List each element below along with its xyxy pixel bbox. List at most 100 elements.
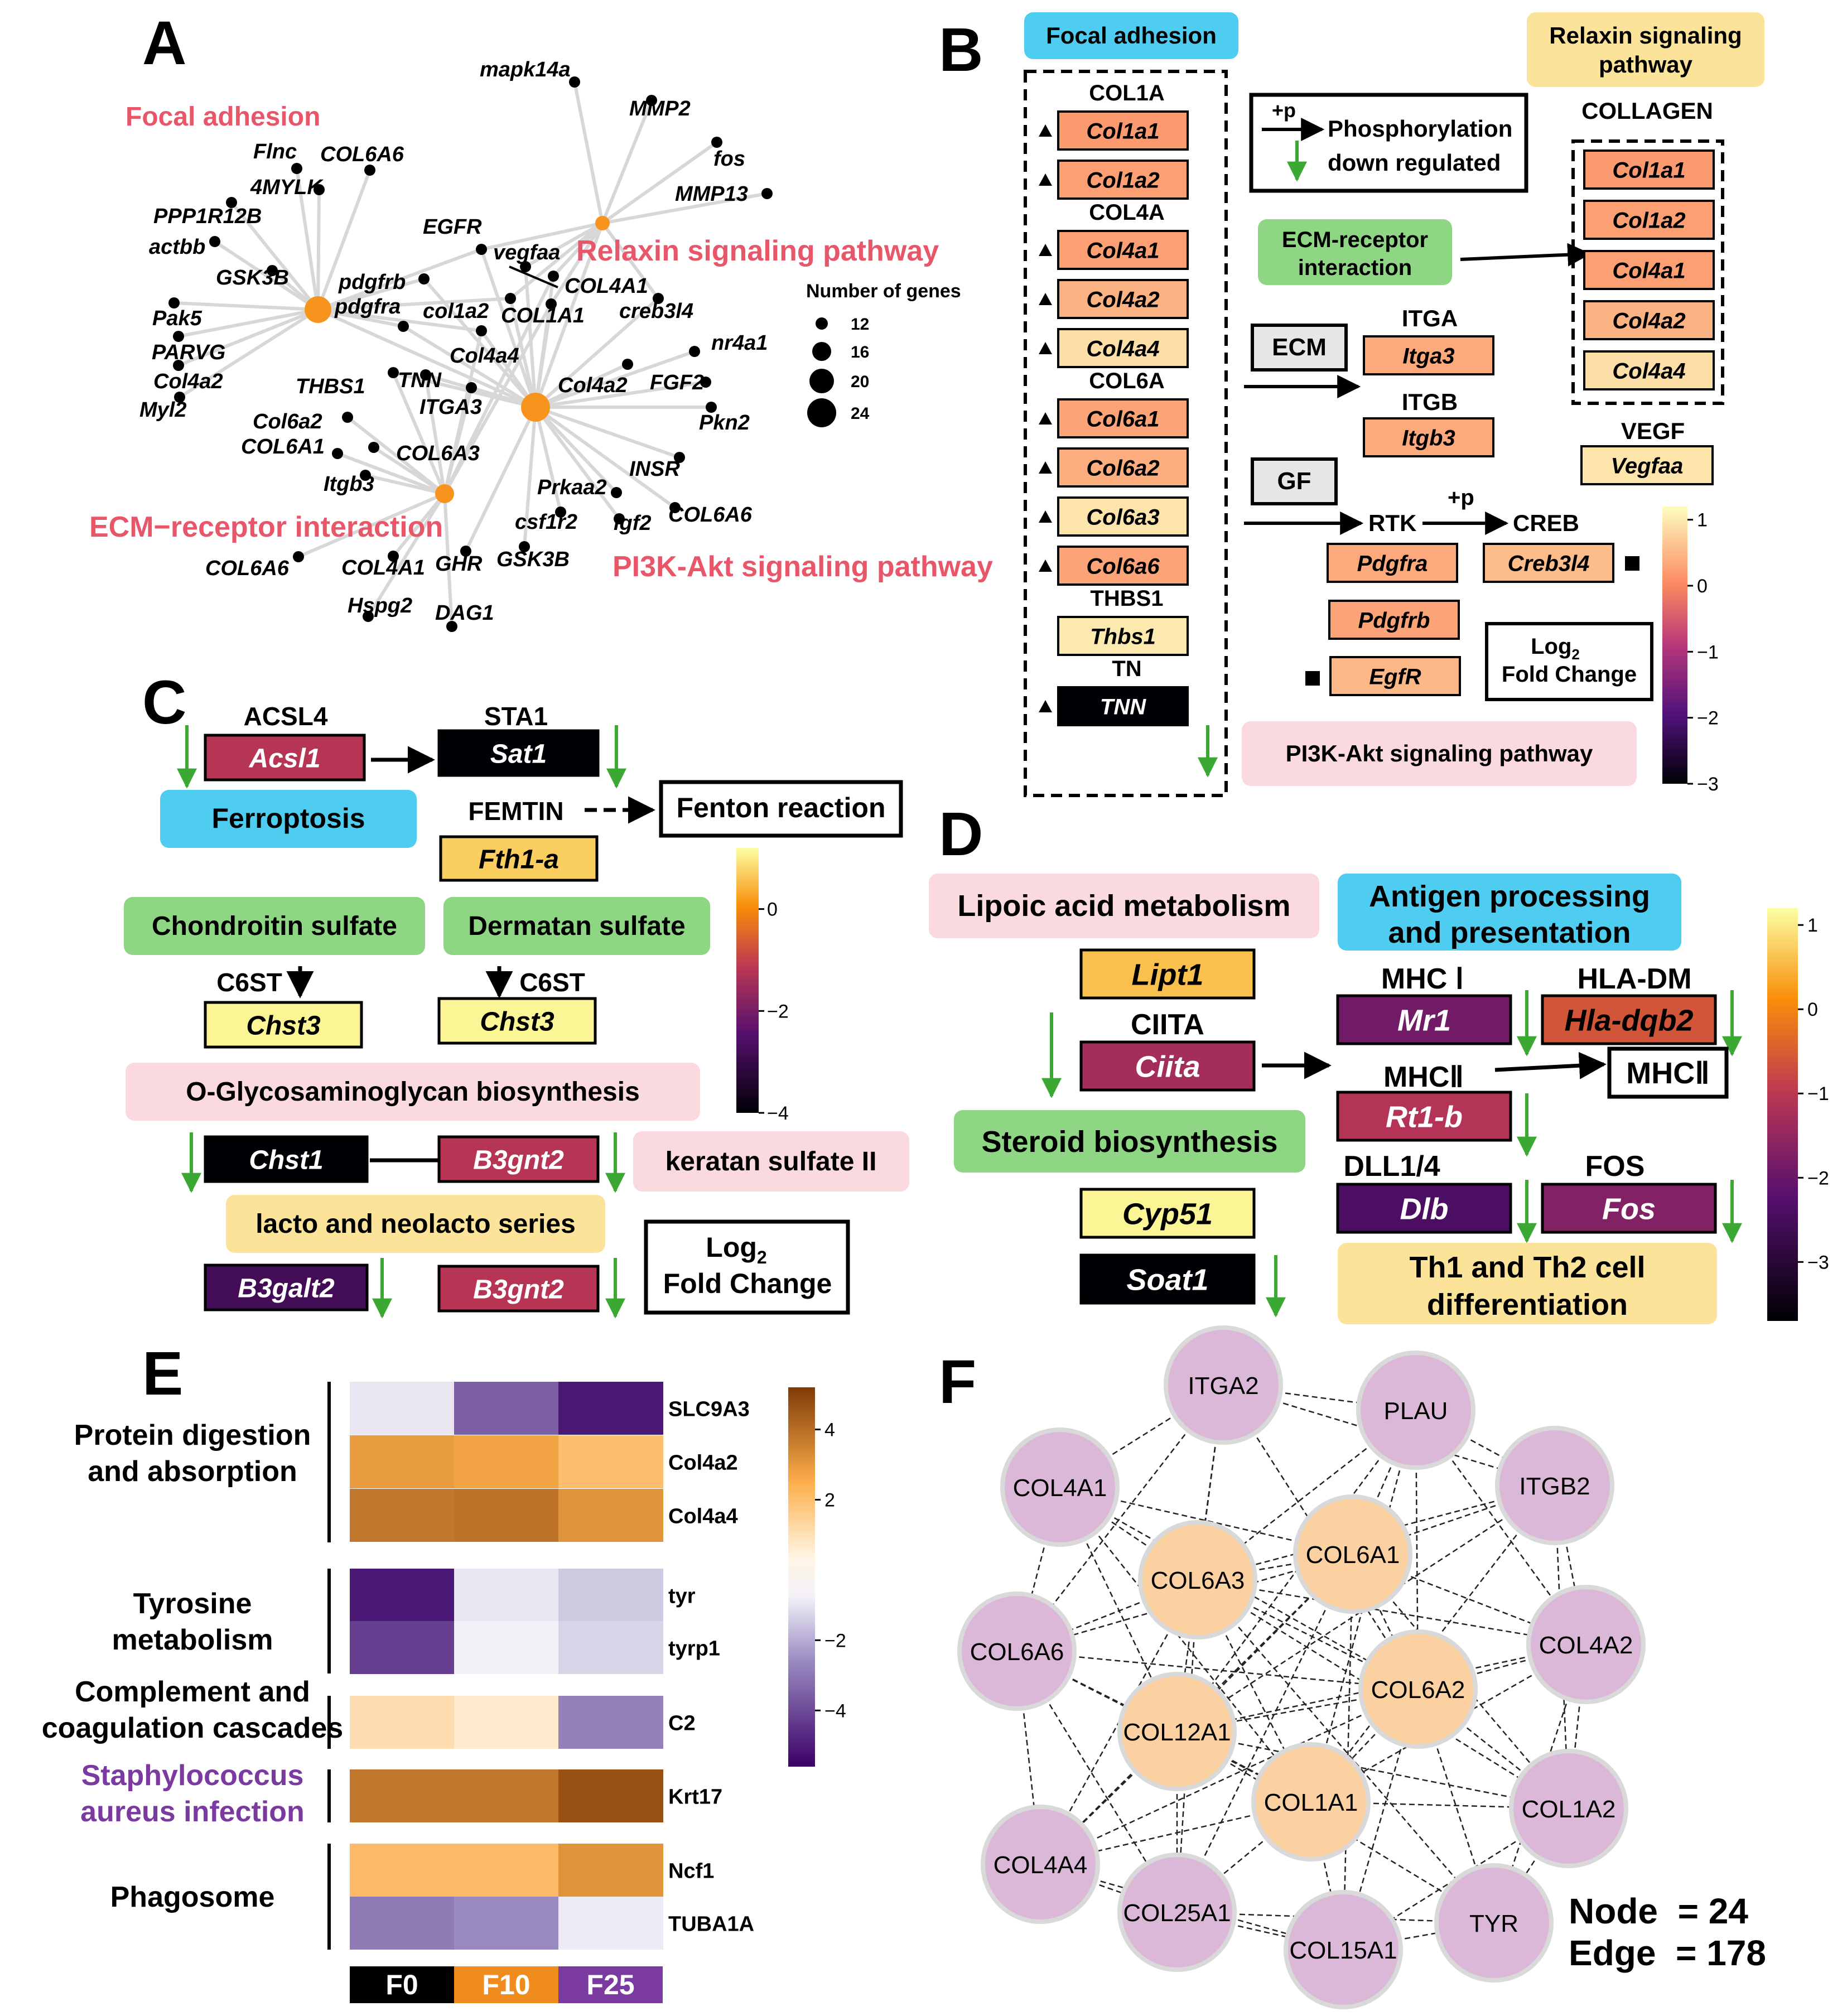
heatmap-cell (350, 1897, 455, 1950)
gene-label: pdgfrb (338, 271, 406, 294)
pathway-label-ecm: ECM−receptor interaction (89, 511, 443, 543)
ppi-node (1117, 1853, 1237, 1972)
lipoic-text: Lipoic acid metabolism (957, 889, 1290, 923)
heatmap-cell (454, 1435, 559, 1488)
network-edge (365, 474, 445, 495)
up-marker (1039, 412, 1052, 425)
network-edge (214, 240, 319, 311)
fth1a-label: Fth1-a (479, 845, 559, 874)
b3gnt2-2-label: B3gnt2 (473, 1275, 564, 1304)
colorbar-tick-label: 0 (767, 899, 778, 920)
colorbar-tick-label: −2 (1697, 708, 1719, 729)
network-nodes (168, 76, 773, 632)
group-label: coagulation cascades (42, 1712, 343, 1744)
group-label: Staphylococcus (81, 1759, 304, 1792)
heatmap-row-labels: SLC9A3Col4a2Col4a4tyrtyrp1C2Krt17Ncf1TUB… (668, 1398, 754, 1936)
network-edge (534, 363, 629, 409)
gene-label: COL4A1 (565, 274, 648, 298)
ppi-node-label: COL6A1 (1306, 1541, 1400, 1569)
gene-label: mapk14a (480, 58, 571, 81)
plus-p-label: +p (1448, 485, 1474, 510)
gene-node (293, 551, 304, 562)
vegfaa-label: Vegfaa (1611, 454, 1684, 478)
cyp51-box (1079, 1188, 1256, 1239)
ppi-node (1164, 1325, 1283, 1445)
collagen-gene-box (1583, 200, 1715, 240)
ppi-node (1284, 1890, 1403, 2009)
gene-node (174, 392, 185, 403)
gene-node (360, 470, 371, 481)
collagen-gene-label: Col4a4 (1612, 359, 1685, 383)
gene-node (209, 236, 220, 247)
fold-change-log-base: 2 (1571, 646, 1579, 663)
network-edge (573, 81, 604, 224)
soat1-box (1079, 1253, 1256, 1305)
itga3-label: Itga3 (1402, 344, 1454, 368)
pathway-label-relaxin: Relaxin signaling pathway (576, 235, 939, 267)
focal-gene-label: Col4a4 (1086, 336, 1159, 361)
itga-gene: Itga3 (1363, 335, 1494, 375)
chst3-1-box (204, 1001, 363, 1049)
ppi-edge (1310, 1410, 1417, 1802)
focal-adhesion-tag-text: Focal adhesion (1046, 22, 1217, 49)
ppi-edge (1197, 1484, 1555, 1581)
heatmap-cell (350, 1435, 455, 1488)
c6st-label-2: C6ST (519, 968, 585, 997)
steroid-tag (954, 1110, 1305, 1173)
dll-label: DLL1/4 (1343, 1150, 1440, 1183)
gene-label: COL6A1 (241, 435, 325, 459)
gene-label: actbb (149, 235, 205, 259)
panel-d-letter: D (939, 800, 983, 869)
heatmap-cell (454, 1489, 559, 1542)
heatmap-cell (558, 1621, 663, 1674)
ppi-node (1358, 1629, 1478, 1749)
sta1-label: STA1 (484, 702, 548, 731)
colorbar-tick-label: −3 (1807, 1252, 1829, 1273)
gene-node (226, 197, 237, 208)
ppi-node (981, 1805, 1100, 1924)
network-edge (601, 99, 653, 224)
network-edge (534, 222, 604, 408)
ppi-node-label: PLAU (1384, 1397, 1448, 1425)
gene-label: Col4a4 (450, 344, 519, 368)
colorbar-c-ticks: 0−2−4 (759, 899, 789, 1124)
focal-gene-box (1057, 160, 1189, 200)
acsl1-label: Acsl1 (248, 744, 320, 773)
ecm-box-text: ECM (1272, 334, 1327, 361)
vegf-label: VEGF (1621, 418, 1685, 444)
cyp51-label: Cyp51 (1122, 1197, 1213, 1231)
chst3-2-box (437, 997, 597, 1045)
fenton-text: Fenton reaction (676, 792, 885, 823)
fold-change-log-word-c: Log (706, 1232, 757, 1263)
gene-label: MMP2 (629, 97, 691, 120)
network-edge (297, 492, 446, 558)
colorbar-tick-label: −2 (767, 1001, 789, 1022)
gene-label: fos (713, 147, 745, 171)
focal-gene-label: Col6a6 (1086, 554, 1160, 578)
ppi-edge (1197, 1579, 1494, 1923)
size-label-20: 20 (851, 373, 869, 391)
c6st-label-1: C6ST (216, 968, 282, 997)
heatmap-cell (558, 1696, 663, 1749)
network-edge (534, 406, 618, 494)
b3gnt2-1-box (437, 1135, 600, 1183)
heatmap-cell (558, 1897, 663, 1950)
colorbar-tick-label: 0 (1697, 576, 1708, 597)
heatmap-cell (454, 1382, 559, 1435)
ppi-edge (1176, 1730, 1494, 1924)
gene-node (614, 513, 625, 524)
colorbar-e-ticks: 42−2−4 (815, 1420, 846, 1721)
gene-node (388, 367, 399, 378)
heatmap-cell (558, 1489, 663, 1542)
vegfaa-box (1580, 445, 1714, 485)
colorbar-c (736, 848, 759, 1113)
gene-node (342, 412, 353, 423)
pdgfra-box (1327, 543, 1458, 583)
gene-node (700, 377, 711, 388)
size-legend: Number of genes 12 16 20 24 (806, 281, 961, 427)
gene-node (314, 184, 325, 195)
collagen-title: COLLAGEN (1581, 98, 1713, 124)
ppi-node (1138, 1520, 1257, 1639)
